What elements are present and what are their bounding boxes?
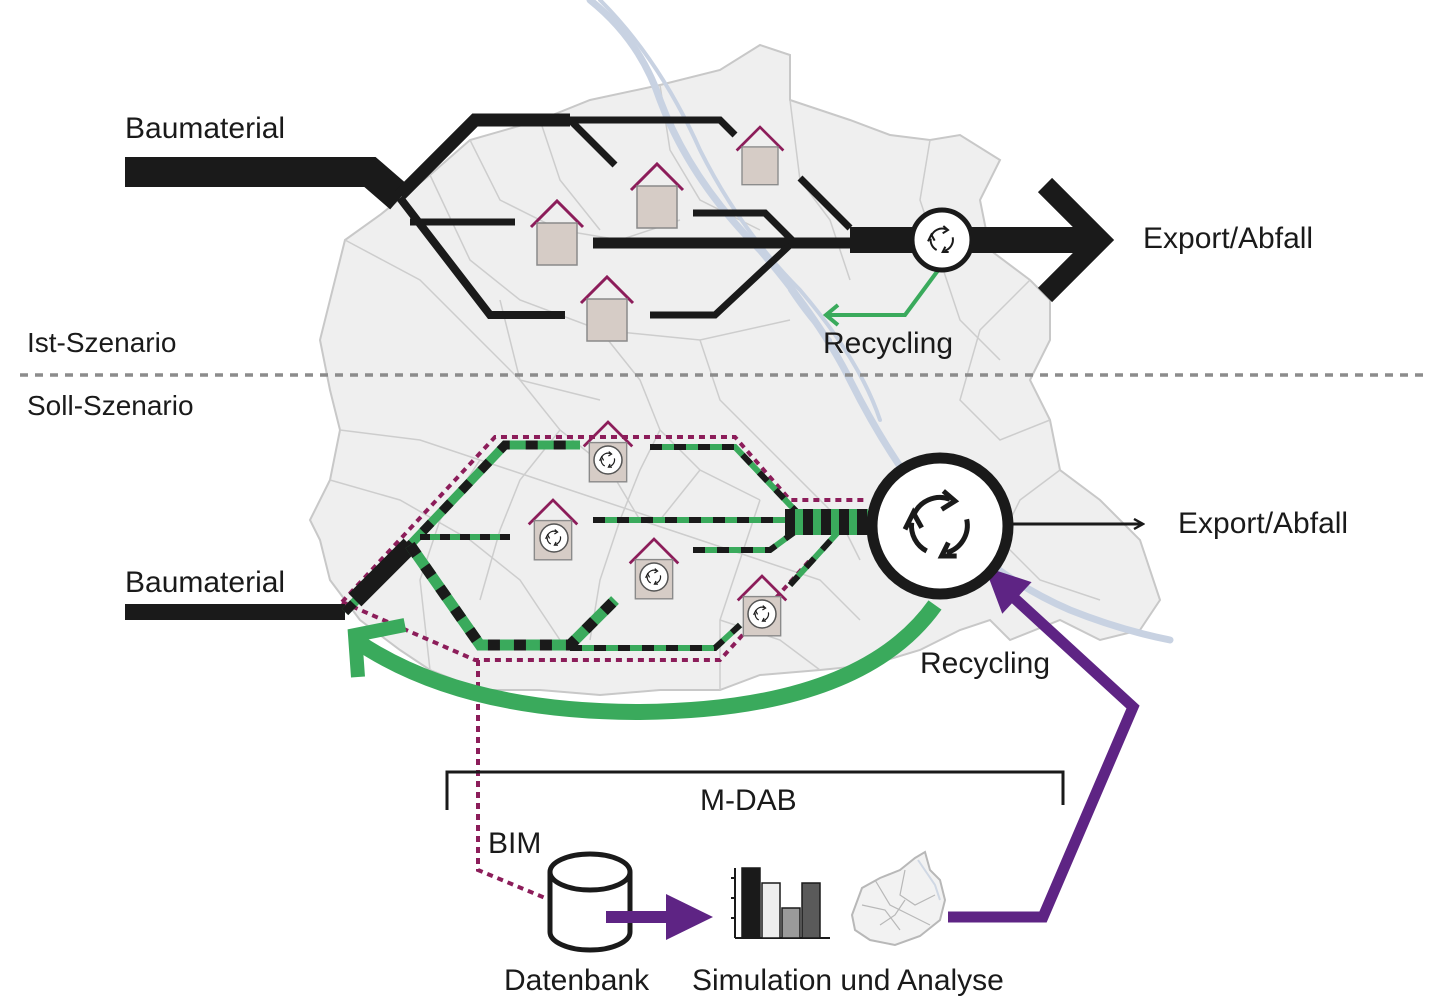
house-icon [628,537,680,601]
house-icon [582,420,634,484]
lower-branch-flow [396,195,565,319]
mdab-label: M-DAB [700,784,797,817]
city-outline [308,43,1162,697]
recycling-hub-top [909,207,975,273]
analysis-feedback-flow [948,580,1140,923]
bim-connection-line [476,660,551,902]
recycling-label-top: Recycling [823,327,953,360]
recycling-hub-bottom [866,452,1014,600]
recycling-flow-top [828,263,944,317]
house-icon [736,574,788,638]
bim-boundary [340,435,868,902]
recycling-return-arrow-head [347,618,407,678]
soll-scenario-label: Soll-Szenario [27,390,194,421]
baumaterial-label-bottom: Baumaterial [125,566,285,599]
bim-label: BIM [488,827,541,860]
danube-river [586,0,1174,644]
baumaterial-label-top: Baumaterial [125,112,285,145]
data-flow-arrow-head [666,894,713,940]
analysis-feedback-arrow-head [984,566,1032,614]
city-map-icon [850,850,947,947]
bar-chart-icon [731,867,830,939]
export-arrow-head-top [1037,177,1115,303]
recycling-return-flow [350,600,942,721]
baumaterial-input-flow-top [125,157,410,210]
recycling-label-bottom: Recycling [920,647,1050,680]
mdab-bracket [445,770,1065,810]
ist-scenario-label: Ist-Szenario [27,327,176,358]
datenbank-label: Datenbank [504,964,650,997]
mixed-flow-paths [341,440,868,651]
recycling-arrow-head-top [822,303,840,327]
house-icon [527,498,579,562]
upper-branch-flow [395,113,570,200]
export-label-top: Export/Abfall [1143,222,1313,255]
soll-scenario-flows [125,440,1143,923]
database-icon [547,851,633,953]
simulation-label: Simulation und Analyse [692,964,1004,997]
export-label-bottom: Export/Abfall [1178,507,1348,540]
ist-scenario-flows [125,113,1115,327]
